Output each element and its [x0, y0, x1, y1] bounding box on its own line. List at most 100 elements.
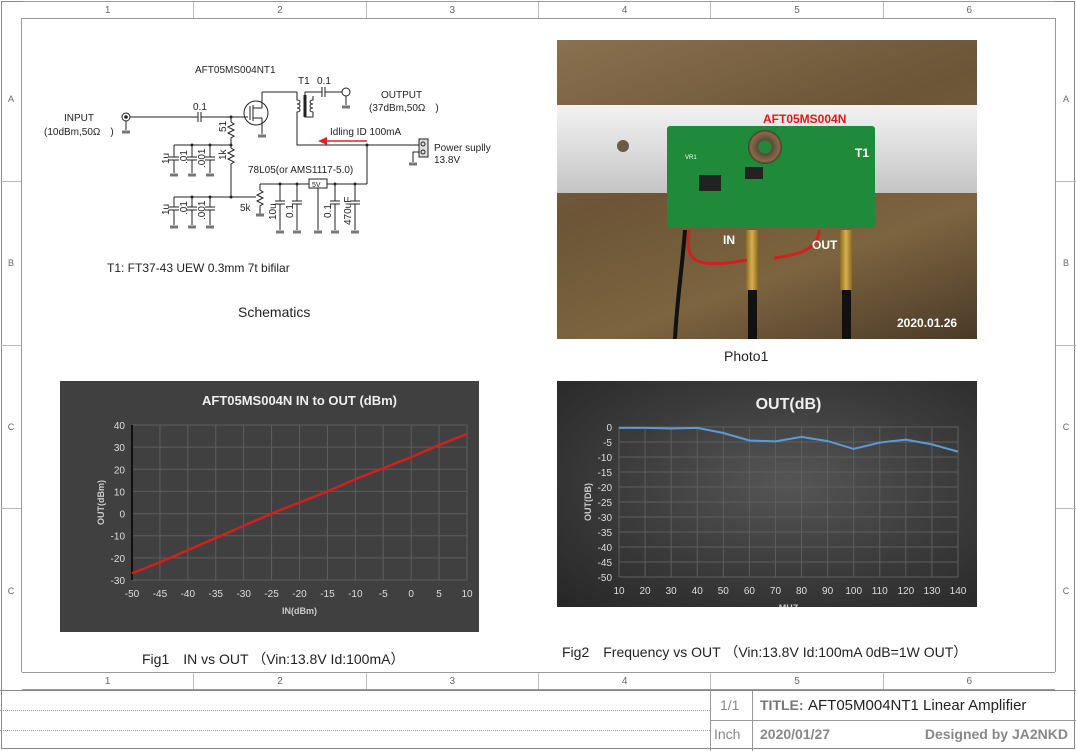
x-tick-label: -30: [236, 589, 251, 600]
col-label: 5: [711, 2, 884, 18]
x-axis-label: MHZ: [779, 603, 799, 607]
coax-in: [748, 290, 757, 339]
input-label: INPUT: [64, 113, 94, 124]
t1-label: T1: [298, 76, 310, 87]
y-tick-label: -10: [598, 453, 613, 464]
sma-out: [840, 230, 852, 290]
photo-caption: Photo1: [724, 348, 769, 364]
x-tick-label: 70: [770, 586, 782, 597]
row-label: C: [1062, 585, 1070, 596]
x-axis-label: IN(dBm): [282, 606, 317, 616]
row-label: C: [7, 585, 15, 596]
x-tick-label: 20: [640, 586, 652, 597]
col-label: 1: [22, 673, 195, 689]
designer: Designed by JA2NKD: [924, 726, 1068, 742]
board-photo: AFT05MS004N T1 VR1 IN OUT 2020.01.26: [557, 40, 977, 339]
cap-label: 1u: [161, 204, 172, 215]
wires: [673, 229, 821, 339]
board-label: AFT05MS004N: [763, 112, 847, 126]
fig1-caption: Fig1 IN vs OUT （Vin:13.8V Id:100mA）: [142, 651, 405, 667]
drawing-date: 2020/01/27: [760, 726, 831, 742]
cap-label: 0.1: [285, 204, 296, 218]
y-axis-label: OUT(DB): [583, 483, 593, 521]
x-tick-label: 50: [718, 586, 730, 597]
cap-label: .001: [197, 148, 208, 168]
row-label: A: [1056, 18, 1076, 182]
chart-title: OUT(dB): [756, 396, 822, 413]
y-tick-label: -35: [598, 528, 613, 539]
x-tick-label: -5: [379, 589, 388, 600]
y-tick-label: -30: [598, 513, 613, 524]
row-label: B: [1056, 182, 1076, 346]
col-label: 4: [539, 673, 712, 689]
row-label: C: [1056, 346, 1076, 510]
pot-label: 5k: [240, 203, 252, 214]
col-label: 1: [22, 2, 195, 18]
y-tick-label: -25: [598, 498, 613, 509]
y-tick-label: 30: [114, 443, 126, 454]
x-tick-label: 80: [796, 586, 808, 597]
photo-date: 2020.01.26: [897, 316, 958, 330]
x-tick-label: -20: [292, 589, 307, 600]
fig2-caption: Fig2 Frequency vs OUT （Vin:13.8V Id:100m…: [562, 644, 968, 660]
title-label: TITLE:: [760, 697, 804, 713]
x-tick-label: 10: [461, 589, 473, 600]
power-label: Power suplly: [434, 143, 491, 154]
series-line: [619, 426, 959, 453]
y-axis-label: OUT(dBm): [96, 480, 106, 525]
coax-out: [842, 290, 851, 339]
drawing-title: AFT05M004NT1 Linear Amplifier: [808, 697, 1027, 714]
cap-label: 470uF: [343, 197, 354, 225]
col-label: 6: [966, 676, 973, 687]
output-label: OUTPUT: [381, 90, 422, 101]
col-label: 6: [966, 5, 973, 16]
out-label: OUT: [812, 238, 838, 252]
y-tick-label: 10: [114, 487, 126, 498]
x-tick-label: -25: [264, 589, 279, 600]
y-tick-label: 40: [114, 421, 126, 432]
x-tick-label: 140: [950, 586, 967, 597]
x-tick-label: 90: [822, 586, 834, 597]
power-voltage: 13.8V: [434, 155, 460, 166]
x-tick-label: 30: [666, 586, 678, 597]
col-label: 2: [194, 673, 367, 689]
regulator-box-label: 5V: [312, 182, 321, 189]
cap-label: 0.1: [317, 76, 331, 87]
x-tick-label: 100: [845, 586, 862, 597]
x-tick-label: -10: [348, 589, 363, 600]
title-block: 1/1 Inch TITLE: AFT05M004NT1 Linear Ampl…: [0, 690, 1076, 751]
output-spec: (37dBm,50Ω ): [369, 103, 439, 114]
divider: [0, 730, 710, 731]
cap-label: 10u: [268, 203, 279, 220]
divider: [0, 710, 710, 711]
y-tick-label: 20: [114, 465, 126, 476]
col-label: 4: [539, 2, 712, 18]
cap-label: .01: [179, 201, 190, 215]
y-tick-label: -5: [603, 438, 612, 449]
x-tick-label: 60: [744, 586, 756, 597]
cap-label: .01: [179, 150, 190, 164]
part-title: AFT05MS004NT1: [195, 65, 276, 76]
input-spec: (10dBm,50Ω ): [44, 127, 114, 138]
col-label: 2: [194, 2, 367, 18]
x-tick-label: -35: [209, 589, 224, 600]
sheet-number: 1/1: [720, 697, 740, 713]
y-tick-label: 0: [119, 510, 125, 521]
sma-in: [746, 230, 758, 290]
y-tick-label: -15: [598, 468, 613, 479]
x-tick-label: 40: [692, 586, 704, 597]
x-tick-label: 110: [872, 586, 888, 597]
x-tick-label: -50: [125, 589, 140, 600]
t1-note: T1: FT37-43 UEW 0.3mm 7t bifilar: [107, 261, 290, 275]
col-label: 3: [367, 2, 539, 18]
col-label: 5: [711, 673, 884, 689]
row-label: A: [1, 18, 21, 182]
x-tick-label: 10: [613, 586, 625, 597]
unit-label: Inch: [714, 726, 741, 742]
